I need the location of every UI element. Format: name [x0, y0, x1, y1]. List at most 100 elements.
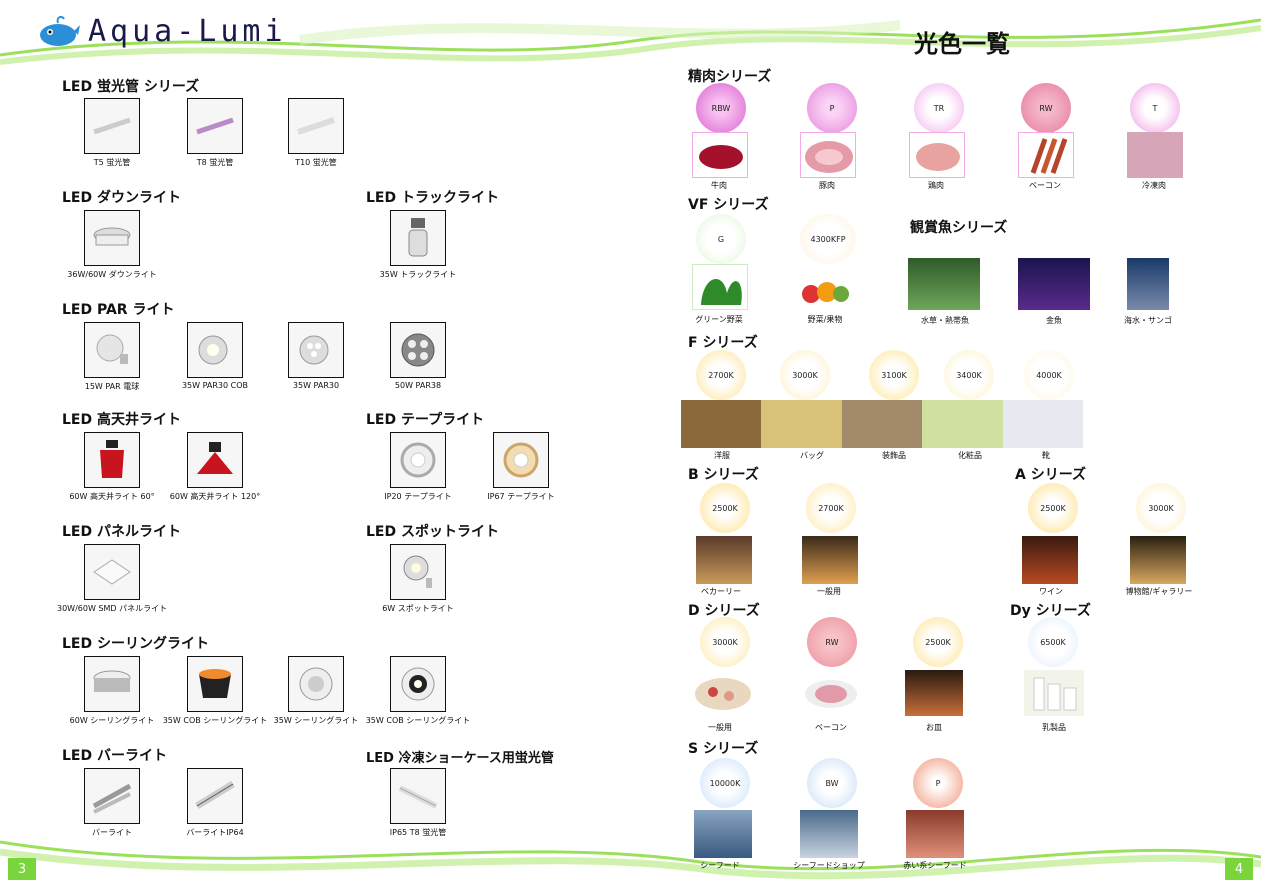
- color-orb: 10000K: [700, 758, 750, 808]
- dy-label: 乳製品: [1042, 723, 1066, 732]
- section-title: LED バーライト: [62, 748, 167, 764]
- f-label: 洋服: [714, 451, 730, 460]
- fish-series-title: 観賞魚シリーズ: [910, 220, 1008, 236]
- section-title: LED パネルライト: [62, 524, 181, 540]
- a-series-title: A シリーズ: [1015, 467, 1087, 483]
- beef-image: [692, 132, 748, 178]
- fish-label: 海水・サンゴ: [1124, 316, 1172, 325]
- color-orb: 2500K: [1028, 483, 1078, 533]
- f-label: 靴: [1042, 451, 1050, 460]
- meat-label: 冷凍肉: [1142, 181, 1166, 190]
- ceiling-light-icon: [390, 656, 446, 712]
- product-tracklight: 35W トラックライト: [363, 210, 473, 280]
- spotlight-icon: [390, 544, 446, 600]
- ceiling-light-icon: [288, 656, 344, 712]
- color-orb: RW: [807, 617, 857, 667]
- f-label: 化粧品: [958, 451, 982, 460]
- product-tape-ip67: IP67 テープライト: [466, 432, 576, 502]
- b-label: ベカーリー: [701, 587, 741, 596]
- panel-light-icon: [84, 544, 140, 600]
- color-orb: 3000K: [1136, 483, 1186, 533]
- product-t10: T10 蛍光管: [261, 98, 371, 168]
- section-title: LED テープライト: [366, 412, 485, 428]
- tape-reel-icon: [390, 432, 446, 488]
- gallery-image: [1130, 536, 1186, 584]
- product-ceiling-35cob-a: 35W COB シーリングライト: [160, 656, 270, 726]
- product-ceiling-35cob-b: 35W COB シーリングライト: [363, 656, 473, 726]
- s-label: シーフード: [700, 861, 740, 870]
- tracklight-icon: [390, 210, 446, 266]
- product-par38: 50W PAR38: [363, 322, 473, 390]
- bacon-plate-image: [801, 670, 861, 716]
- chicken-image: [909, 132, 965, 178]
- page-number-right: 4: [1225, 858, 1253, 880]
- vf-label: 野菜/果物: [807, 315, 843, 324]
- color-orb: 2500K: [913, 617, 963, 667]
- a-label: ワイン: [1039, 587, 1063, 596]
- b-series-title: B シリーズ: [688, 467, 759, 483]
- b-label: 一般用: [817, 587, 841, 596]
- ceiling-light-icon: [84, 656, 140, 712]
- s-series-title: S シリーズ: [688, 741, 759, 757]
- fish-label: 金魚: [1046, 316, 1062, 325]
- color-orb: BW: [807, 758, 857, 808]
- product-ceiling-60: 60W シーリングライト: [57, 656, 167, 726]
- dy-series-title: Dy シリーズ: [1010, 603, 1091, 619]
- s-label: 赤い系シーフード: [903, 861, 967, 870]
- color-orb: T: [1130, 83, 1180, 133]
- bakery-image: [696, 536, 752, 584]
- color-orb: 4300KFP: [800, 214, 856, 264]
- color-orb: P: [807, 83, 857, 133]
- tape-reel-icon: [493, 432, 549, 488]
- shoes-image: [1002, 400, 1084, 448]
- meat-label: 牛肉: [711, 181, 727, 190]
- bulb-icon: [187, 322, 243, 378]
- bulb-icon: [288, 322, 344, 378]
- ceiling-light-icon: [187, 656, 243, 712]
- meat-series-title: 精肉シリーズ: [688, 69, 772, 85]
- product-freezer-tube: IP65 T8 蛍光管: [363, 768, 473, 838]
- pork-image: [800, 132, 856, 178]
- color-orb: 4000K: [1024, 350, 1074, 400]
- a-label: 博物館/ギャラリー: [1125, 587, 1193, 596]
- d-label: 一般用: [708, 723, 732, 732]
- red-seafood-image: [906, 810, 964, 858]
- section-title: LED PAR ライト: [62, 302, 175, 318]
- d-label: お皿: [926, 723, 942, 732]
- f-label: バッグ: [800, 451, 824, 460]
- goldfish-image: [1018, 258, 1090, 310]
- product-par30: 35W PAR30: [261, 322, 371, 390]
- meat-label: 豚肉: [819, 181, 835, 190]
- section-title: LED トラックライト: [366, 190, 499, 206]
- product-par30-cob: 35W PAR30 COB: [160, 322, 270, 390]
- color-orb: 2700K: [806, 483, 856, 533]
- platter-image: [693, 670, 753, 716]
- accessories-image: [841, 400, 923, 448]
- tube-icon: [288, 98, 344, 154]
- page-title: 光色一覧: [914, 30, 1010, 58]
- greens-image: [692, 264, 748, 310]
- color-orb: P: [913, 758, 963, 808]
- product-par-bulb: 15W PAR 電球: [57, 322, 167, 392]
- product-highbay-60: 60W 高天井ライト 60°: [57, 432, 167, 502]
- cosmetics-image: [922, 400, 1003, 448]
- d-label: ベーコン: [815, 723, 847, 732]
- f-label: 装飾品: [882, 451, 906, 460]
- highbay-icon: [187, 432, 243, 488]
- vf-label: グリーン野菜: [695, 315, 743, 324]
- color-orb: 6500K: [1028, 617, 1078, 667]
- color-orb: G: [696, 214, 746, 264]
- seafood-shop-image: [800, 810, 858, 858]
- s-label: シーフードショップ: [793, 861, 865, 870]
- color-orb: RBW: [696, 83, 746, 133]
- product-panel: 30W/60W SMD パネルライト: [57, 544, 167, 614]
- general-store-image: [802, 536, 858, 584]
- bar-light-icon: [187, 768, 243, 824]
- f-series-title: F シリーズ: [688, 335, 758, 351]
- bacon-image: [1018, 132, 1074, 178]
- color-orb: 3100K: [869, 350, 919, 400]
- meat-label: 鶏肉: [928, 181, 944, 190]
- bulb-icon: [84, 322, 140, 378]
- section-title: LED 冷凍ショーケース用蛍光管: [366, 751, 554, 766]
- product-bar-ip64: バーライトIP64: [160, 768, 270, 838]
